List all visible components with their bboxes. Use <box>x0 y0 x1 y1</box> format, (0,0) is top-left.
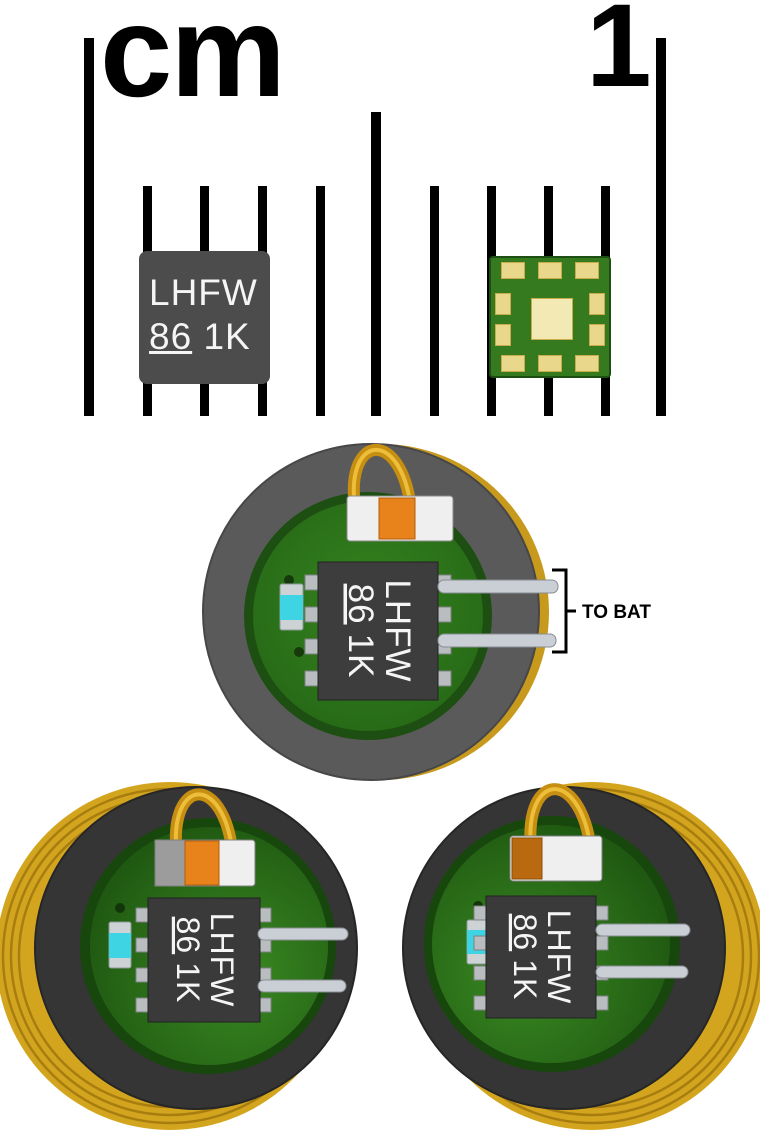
smd-capacitor <box>509 835 603 882</box>
ruler-tick-major <box>84 38 94 416</box>
chip-body <box>147 897 261 1023</box>
chip-marking: LHFW 861K <box>170 913 240 1008</box>
chip-marking-suffix: 1K <box>203 316 251 357</box>
battery-pin <box>437 633 557 648</box>
smd-capacitor <box>346 495 454 542</box>
via-hole <box>115 903 125 913</box>
chip-center-pad <box>531 298 573 340</box>
coil-wire-highlight <box>173 792 235 864</box>
chip-body <box>317 561 439 701</box>
chip-marking-line1: LHFW <box>149 272 258 313</box>
battery-pin <box>257 979 347 993</box>
ruler-tick-major <box>656 38 666 416</box>
chip-marking-line2: 86 1K <box>149 315 270 359</box>
via-hole <box>294 647 304 657</box>
coil-wire-highlight <box>351 447 413 514</box>
chip-marking-line2: 861K <box>341 584 380 679</box>
chip-pad <box>495 324 511 346</box>
chip-pad <box>538 262 562 279</box>
chip-pad <box>589 324 605 346</box>
via-hole <box>284 575 294 585</box>
device-middle: LHFW 861K TO BAT <box>202 443 651 781</box>
chip-pad <box>501 262 525 279</box>
chip-package-pad-view <box>489 256 611 378</box>
coil-wire-highlight <box>528 787 593 858</box>
chip-pad <box>575 262 599 279</box>
smd-cyan-component <box>279 583 304 631</box>
smd-cyan-component <box>108 921 132 969</box>
chip-marking-number: 86 <box>149 316 193 357</box>
ruler-tick-minor <box>430 186 439 416</box>
chip-body <box>485 895 597 1019</box>
chip-package-top-view: LHFW 86 1K <box>139 251 270 384</box>
battery-pin <box>257 927 349 941</box>
smd-capacitor <box>154 839 256 887</box>
battery-pin <box>437 579 559 594</box>
device-right: LHFW 861K <box>402 782 760 1130</box>
device-left: LHFW 861K <box>0 782 358 1130</box>
chip-marking-line1: LHFW <box>378 579 417 682</box>
chip-marking: LHFW 861K <box>341 579 417 682</box>
chip-pad <box>501 355 525 372</box>
ruler-tick-half <box>371 112 381 416</box>
ruler-unit-label: cm <box>100 0 286 124</box>
chip-pad <box>575 355 599 372</box>
chip-pad <box>495 293 511 315</box>
to-bat-label: TO BAT <box>582 602 651 623</box>
chip-marking-line2: 861K <box>170 917 206 1004</box>
battery-pin <box>595 965 689 979</box>
chip-marking: LHFW 861K <box>507 910 577 1005</box>
chip-marking-line1: LHFW <box>541 910 577 1005</box>
ruler-tick-minor <box>316 186 325 416</box>
annotation-bracket <box>552 568 576 654</box>
battery-pin <box>595 923 691 937</box>
chip-marking-line1: LHFW <box>204 913 240 1008</box>
ruler-mark-1-label: 1 <box>586 0 652 112</box>
chip-pad <box>538 355 562 372</box>
chip-pad <box>589 293 605 315</box>
chip-marking-line2: 861K <box>507 914 543 1001</box>
